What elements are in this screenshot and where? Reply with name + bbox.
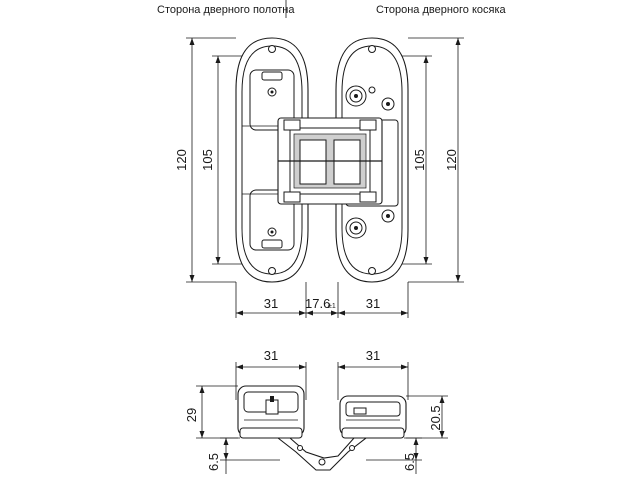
pivot-icon: [349, 445, 355, 451]
left-mounting-plate: [235, 37, 309, 283]
dimension-plate-width-left: 31: [264, 296, 278, 311]
dimension-side-right: 20.5 6.5: [366, 395, 448, 474]
dimension-side-offset-left: 6.5: [206, 453, 221, 471]
screw-hole-icon: [368, 45, 376, 53]
screw-hole-icon: [368, 267, 376, 275]
dimension-gap-tolerance: ±1: [328, 303, 336, 310]
dimension-side-width-left: 31: [264, 348, 278, 363]
dimension-mount-height-left: 105: [200, 149, 215, 171]
dimension-overall-height-right: 120: [444, 149, 459, 171]
right-mounting-plate: [335, 37, 409, 283]
dimension-front-widths: 31 17.6 ±1 31: [235, 282, 409, 318]
header-door-frame-side: Сторона дверного косяка: [376, 4, 507, 16]
dimension-plate-width-right: 31: [366, 296, 380, 311]
dimension-mount-height-right: 105: [412, 149, 427, 171]
screw-hole-icon: [268, 267, 276, 275]
hinge-body: [277, 117, 383, 205]
front-view: 120 105 105 120: [174, 37, 464, 318]
dimension-side-width-right: 31: [366, 348, 380, 363]
side-view: 31 31: [184, 348, 448, 474]
screw-hole-icon: [368, 86, 376, 94]
screw-hole-icon: [268, 45, 276, 53]
pivot-icon: [318, 458, 326, 466]
header-row: Сторона дверного полотна Сторона дверног…: [157, 0, 507, 18]
dimension-gap-width: 17.6: [305, 296, 330, 311]
dimension-side-depth-left: 29: [184, 408, 199, 422]
dimension-side-left: 29 6.5: [184, 385, 280, 474]
dimension-overall-height-left: 120: [174, 149, 189, 171]
dimension-side-offset-right: 6.5: [402, 453, 417, 471]
side-left-block: [237, 385, 305, 439]
dimension-right-heights: 105 120: [402, 37, 464, 283]
dimension-left-heights: 120 105: [174, 37, 242, 283]
pivot-icon: [297, 445, 303, 451]
side-right-block: [339, 395, 407, 439]
dimension-side-depth-right: 20.5: [428, 405, 443, 430]
header-door-leaf-side: Сторона дверного полотна: [157, 4, 295, 16]
side-linkage: [276, 437, 368, 471]
